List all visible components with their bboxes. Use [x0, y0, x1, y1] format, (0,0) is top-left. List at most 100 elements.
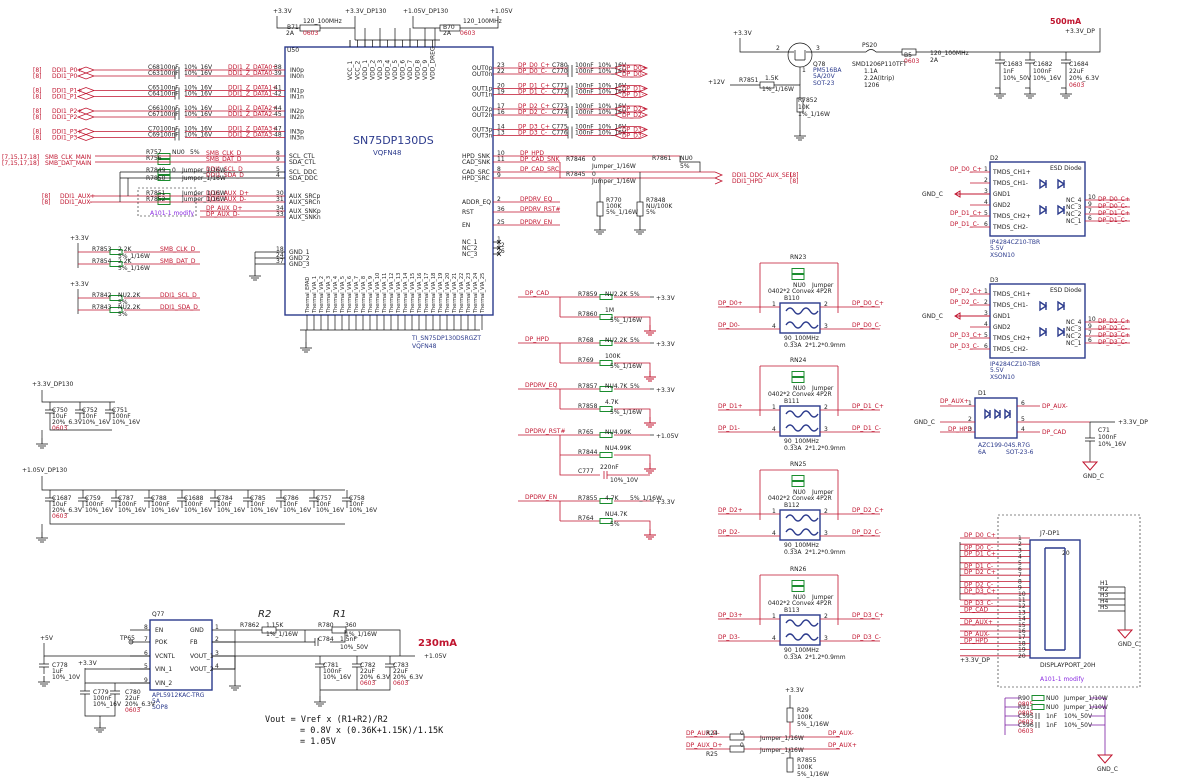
lane-in-tol: 10%_16V: [184, 64, 213, 71]
lane-out-label: DP_D1-: [622, 92, 644, 99]
r7850-tol: Jumper_1/16W: [181, 175, 226, 182]
choke-dim: 2*1.2*0.9mm: [805, 654, 846, 661]
reg-pkg: SOP8: [152, 704, 168, 711]
reg-pin-num: 9: [144, 677, 148, 684]
bridge-pkg: 0603: [1018, 728, 1033, 735]
conn-pin-net: DP_D0_C+: [964, 532, 996, 539]
lane-in-pin: 39: [274, 70, 282, 77]
auxesd-capv: 100nF: [1098, 434, 1117, 441]
ctrl-port-r: CAD_SRC: [462, 169, 490, 176]
lane-in-out: DDI1_Z_DATA3+: [228, 126, 277, 133]
choke-out-p: DP_D3_C+: [852, 612, 884, 619]
reg-r7862: R7862: [240, 622, 260, 629]
lane-in-out: DDI1_Z_DATA2+: [228, 105, 277, 112]
thermal-pin-label: Thermal_VIA_10: [375, 273, 381, 314]
reg-3v3: +3.3V: [78, 660, 98, 667]
auxesd-l3: DP_HPD: [948, 426, 972, 433]
lane-in-cap: C66: [148, 105, 160, 112]
reg-cap-tol: 10%_10V: [52, 674, 81, 681]
pfet-cap-ref: C1682: [1033, 61, 1053, 68]
vcc-pin-label: VDD_2: [370, 60, 377, 80]
reg-c784v: 1.5nF: [340, 636, 357, 643]
lane-in-cap: C63: [148, 70, 160, 77]
pullup-net: DDI1_SDA_D: [160, 304, 198, 311]
bot-r29v: 100K: [797, 714, 813, 721]
lane-in-pin: 45: [274, 111, 282, 118]
aux-p-label: DDI1_AUX+: [60, 193, 95, 200]
esd-pin-num: 5: [984, 210, 988, 217]
cap105-tol: 10%_16V: [118, 507, 147, 514]
r7849-ref: R7849: [146, 167, 166, 174]
choke-out-p: DP_D0_C+: [852, 300, 884, 307]
ctrl-net: DDI1_SCL_D: [206, 166, 243, 173]
conn-shell: H5: [1100, 604, 1109, 611]
lane-in-tol: 10%_16V: [184, 111, 213, 118]
esd-nc: NC_1: [1066, 340, 1082, 347]
lane-out-label: DP_D2-: [622, 112, 644, 119]
choke-rnt: Jumper: [811, 489, 834, 496]
rail-3v3-pull1: +3.3V: [70, 235, 90, 242]
lane-in-cval: 100nF: [160, 132, 179, 139]
cap105-val: 10nF: [250, 501, 265, 508]
choke-pin: 1: [772, 404, 776, 411]
bridge-pkg: 0805: [1018, 701, 1033, 708]
r7852-tol: Jumper_1/16W: [181, 196, 226, 203]
thermal-pin-label: Thermal_VIA_18: [431, 273, 437, 314]
vcc-pin-label: VDD_5: [392, 60, 399, 80]
pullup-tol: 5%: [118, 299, 128, 306]
lane-in-cval: 100nF: [160, 64, 179, 71]
strap-rb: R764: [578, 515, 594, 522]
bot-out1: DP_AUX-: [828, 730, 854, 737]
thermal-pin-label: Thermal_VIA_9: [368, 276, 374, 314]
rail-3v3-top: +3.3V: [273, 8, 293, 15]
conn-pin-net: DP_AUX-: [964, 631, 990, 638]
pfet-r2: R7852: [798, 97, 818, 104]
conn-pin-net: DP_D1_C+: [964, 551, 996, 558]
strap-rat: 5%: [630, 291, 640, 298]
esd-pin-num: 4: [984, 199, 988, 206]
conn-name: DISPLAYPORT_20H: [1040, 662, 1096, 669]
lane-in-tol: 10%_16V: [184, 126, 213, 133]
reg-pin-name: EN: [155, 627, 163, 634]
ctrl-net-r: DPDRV_EN: [520, 219, 552, 226]
ctrl-pin: 33: [276, 211, 284, 218]
reg-outcap-ref: C781: [323, 662, 339, 669]
vcc-pin-label: VDD_4: [385, 60, 392, 80]
choke-pin: 4: [772, 426, 776, 433]
pfet-fr1: 1.1A: [864, 68, 879, 75]
displayport-connector[interactable]: J7-DP120DISPLAYPORT_20H1DP_D0_C+23DP_D0_…: [959, 514, 1141, 688]
choke-bv: 90_100MHz: [784, 438, 819, 445]
conn-pin-num: 5: [1018, 560, 1022, 567]
strap-rav: NU4.7K: [605, 383, 628, 390]
auxesd-capt: 10%_16V: [1098, 441, 1127, 448]
choke-pkg: 0402*2 Convex 4P2R: [768, 600, 832, 607]
bot-r25v: 0: [740, 742, 744, 749]
conn-pin-net: DP_D0_C-: [964, 544, 993, 551]
esd-pin-num: 4: [984, 321, 988, 328]
reg-outcap-val: 100nF: [323, 668, 342, 675]
pfet-cap-val: 100nF: [1033, 68, 1052, 75]
cap105-tol: 10%_16V: [316, 507, 345, 514]
reg-outcap-ref: C782: [360, 662, 376, 669]
auxesd-pin: 4: [1021, 426, 1025, 433]
cap105-ref: C784: [217, 495, 233, 502]
pfet-current: 500mA: [1050, 17, 1082, 26]
cap33-tol: 20%_6.3V: [52, 419, 83, 426]
b5-pkg: 0603: [904, 58, 919, 65]
pfet-fusep: SMD1206P110TFT: [852, 61, 907, 68]
main-chip-u50[interactable]: U50 SN75DP130DS VQFN48 TI_SN75DP130DSRGZ…: [284, 40, 494, 353]
strap-ra: R768: [578, 337, 594, 344]
reg-pin-name: VCNTL: [155, 653, 175, 660]
gnd-port: GND_1: [289, 249, 310, 256]
strap-rav: NU2.2K: [605, 337, 628, 344]
reg-pin-num-r: 3: [215, 650, 219, 657]
b70-pkg: 0603: [460, 30, 475, 37]
choke-pkg: 0402*2 Convex 4P2R: [768, 391, 832, 398]
ctrl-port-r: ADDR_EQ: [462, 199, 491, 206]
choke-pin: 3: [824, 323, 828, 330]
lane-out-cval: 100nF: [575, 68, 594, 75]
strap-rav: 4.7K: [605, 495, 620, 502]
pfet-cap-ref: C1683: [1003, 61, 1023, 68]
